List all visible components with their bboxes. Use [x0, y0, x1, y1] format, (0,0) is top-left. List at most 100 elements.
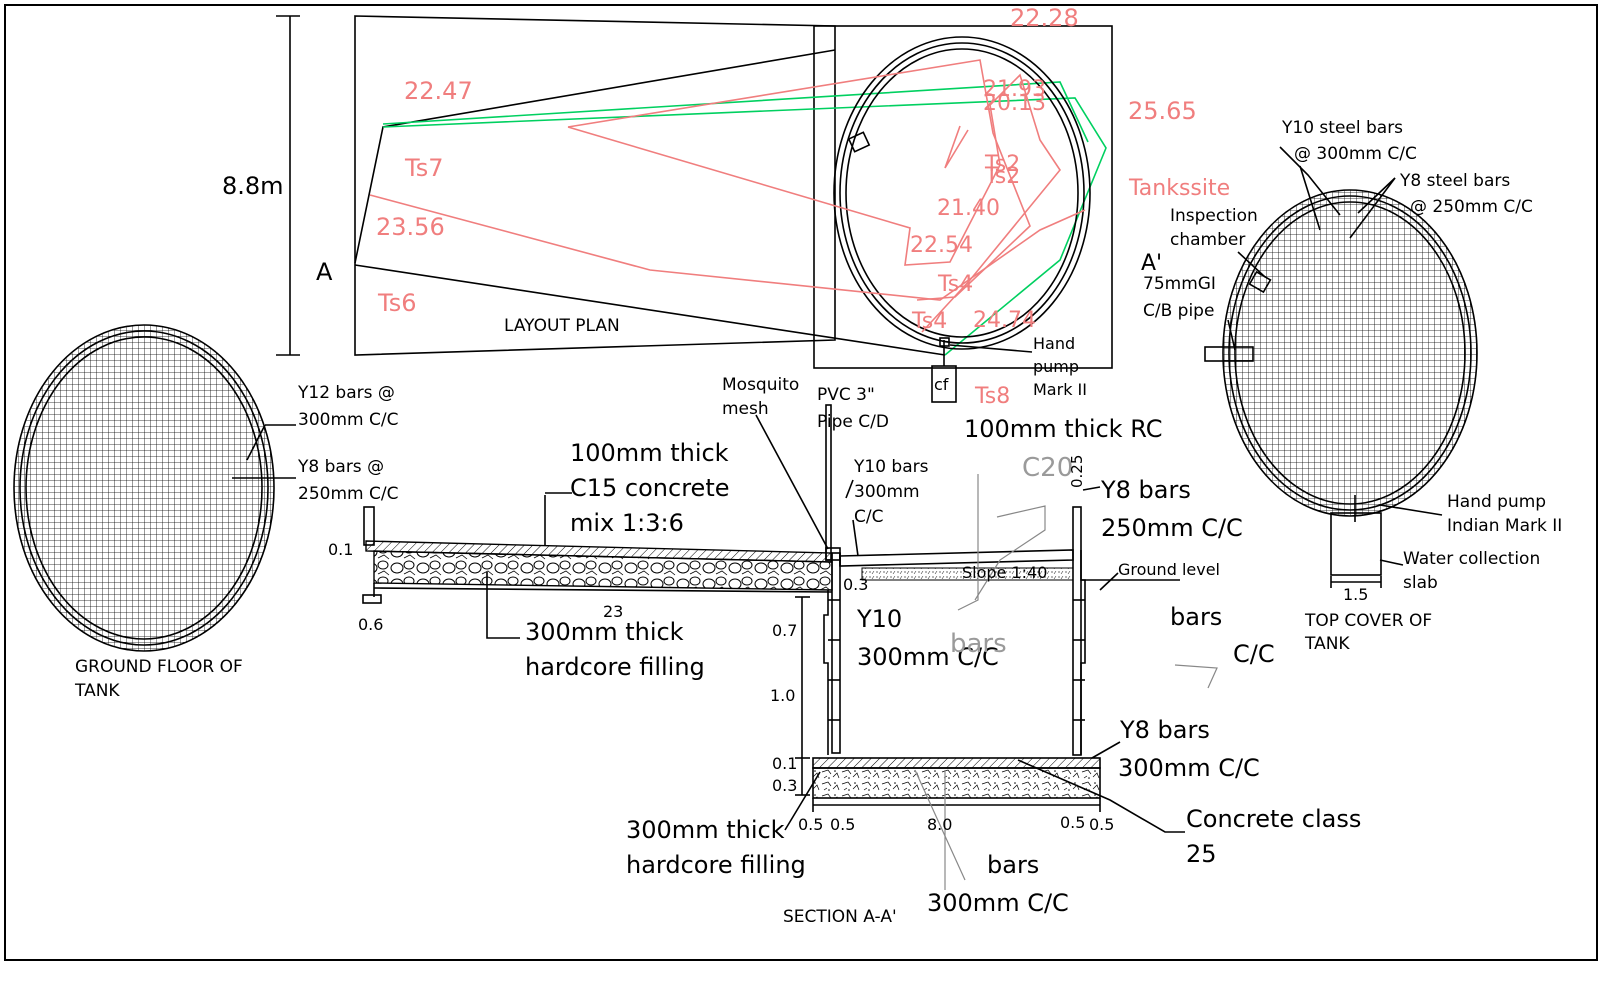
- tank-outline-inner: [839, 42, 1085, 344]
- ground-floor-plan: GROUND FLOOR OF TANK Y12 bars @ 300mm C/…: [13, 324, 398, 701]
- top-cover-dimension: 1.5: [1343, 585, 1368, 604]
- station-label: Ts7: [404, 154, 443, 182]
- spot-level: 22.54: [910, 233, 973, 258]
- drawing-frame: [4, 4, 1598, 961]
- ground-floor-title: TANK: [74, 681, 120, 701]
- base-bars-label: bars: [987, 851, 1039, 879]
- dim-label: 0.5: [830, 815, 855, 834]
- roof-y8-label: 250mm C/C: [1101, 514, 1243, 542]
- spot-level: 22.28: [1010, 4, 1079, 32]
- dim-label: 0.3: [843, 575, 868, 594]
- dim-label: 0.6: [358, 615, 383, 634]
- apron-hardcore-label: hardcore filling: [525, 653, 705, 681]
- top-cover-plan: TOP COVER OF TANK Y10 steel bars @ 300mm…: [1143, 118, 1562, 654]
- top-cover-title: TANK: [1304, 634, 1350, 654]
- ground-floor-title: GROUND FLOOR OF: [75, 657, 243, 677]
- water-collection-label: Water collection: [1403, 549, 1540, 569]
- spot-level: 24.74: [973, 308, 1036, 333]
- base-y8-label: 300mm C/C: [1118, 754, 1260, 782]
- wall-bars-label: bars: [1170, 603, 1222, 631]
- dim-label: 1.0: [770, 686, 795, 705]
- tank-site-box: [813, 25, 1113, 369]
- green-boundary: [382, 97, 1107, 356]
- top-cover-handpump-label: Hand pump: [1447, 492, 1546, 512]
- ground-floor-y8-label: 250mm C/C: [298, 484, 398, 504]
- contour-small: [944, 125, 969, 169]
- tank-outline-outer: [833, 36, 1091, 350]
- water-collection-label: slab: [1403, 573, 1438, 593]
- roof-y10-label: Y10 bars: [853, 457, 929, 477]
- hand-pump-label: Hand: [1033, 334, 1075, 353]
- contour-mid: [567, 73, 1061, 333]
- ghost-bars-label: bars: [950, 629, 1007, 659]
- dim-label: 0.7: [772, 621, 797, 640]
- roof-y10-label: 300mm: [854, 482, 920, 502]
- section-a-a: SECTION A-A' Mosquito mesh PVC 3" Pipe C…: [328, 375, 1361, 927]
- mosquito-mesh-label: Mosquito: [722, 375, 799, 395]
- spot-level: 22.47: [404, 77, 473, 105]
- dim-label: 0.25: [1068, 455, 1086, 488]
- station-label: Ts8: [974, 384, 1010, 409]
- contour-upper: [567, 59, 1031, 301]
- dim-label: 8.0: [927, 815, 952, 834]
- cf-label: cf: [934, 375, 949, 394]
- pipe-label: 75mmGI: [1143, 274, 1216, 294]
- concrete-class-label: Concrete class: [1186, 805, 1361, 833]
- site-label: Tankssite: [1128, 176, 1230, 201]
- dim-label: 0.1: [328, 540, 353, 559]
- dim-label: 0.3: [772, 776, 797, 795]
- spot-level: 23.56: [376, 213, 445, 241]
- wall-cc-label: C/C: [1233, 640, 1275, 668]
- hand-pump-label: pump: [1033, 357, 1079, 376]
- concrete-class-label: 25: [1186, 840, 1217, 868]
- roof-y10-label: C/C: [854, 507, 883, 527]
- station-label: Ts2: [984, 152, 1020, 177]
- inspection-square: [847, 131, 871, 153]
- ground-floor-y12-label: 300mm C/C: [298, 410, 398, 430]
- plan-dimension: 8.8m: [222, 172, 284, 200]
- apron-concrete-label: mix 1:3:6: [570, 509, 684, 537]
- green-boundary-inner: [382, 81, 1089, 143]
- apron-concrete-label: C15 concrete: [570, 474, 730, 502]
- inspection-chamber-label: Inspection: [1170, 206, 1258, 226]
- apron-hardcore-label: 300mm thick: [525, 618, 684, 646]
- top-cover-y10-label: @ 300mm C/C: [1294, 144, 1417, 164]
- station-label: Ts4: [911, 309, 947, 334]
- station-label: Ts6: [377, 289, 416, 317]
- pipe-label: C/B pipe: [1143, 301, 1214, 321]
- base-hardcore-label: hardcore filling: [626, 851, 806, 879]
- pvc-pipe-label: PVC 3": [817, 385, 875, 405]
- inspection-chamber-label: chamber: [1170, 230, 1245, 250]
- base-slab: [812, 757, 1101, 769]
- dim-label: 0.5: [1060, 813, 1085, 832]
- layout-plan: 8.8m A LAYOUT PLAN 22.28 22.47 21.93 20.…: [222, 4, 1230, 409]
- section-mark-a-prime: A': [1141, 251, 1162, 276]
- top-cover-handpump-label: Indian Mark II: [1447, 516, 1562, 536]
- dim-label: 0.5: [798, 815, 823, 834]
- ground-floor-y12-label: Y12 bars @: [297, 383, 395, 403]
- roof-rc-label: 100mm thick RC: [964, 415, 1162, 443]
- base-bars-label: 300mm C/C: [927, 889, 1069, 917]
- station-label: Ts4: [937, 272, 973, 297]
- mosquito-mesh-label: mesh: [722, 399, 769, 419]
- base-hardcore: [812, 767, 1101, 799]
- ground-floor-grid: [13, 324, 275, 652]
- base-hardcore-label: 300mm thick: [626, 816, 785, 844]
- dim-label: 0.1: [772, 754, 797, 773]
- section-title: SECTION A-A': [783, 907, 897, 927]
- spot-level: 21.93: [983, 77, 1046, 102]
- spot-level: 25.65: [1128, 97, 1197, 125]
- top-cover-title: TOP COVER OF: [1304, 611, 1432, 631]
- dim-label: 23: [603, 602, 623, 621]
- hand-pump-label: Mark II: [1033, 380, 1087, 399]
- slope-label: Slope 1:40: [962, 563, 1047, 582]
- tank-outline-core: [845, 48, 1079, 338]
- plan-title: LAYOUT PLAN: [504, 316, 620, 336]
- spot-level: 21.40: [937, 196, 1000, 221]
- pipe-mark: [1204, 346, 1254, 362]
- contour-lower: [369, 194, 1086, 301]
- site-boundary: [354, 15, 836, 356]
- top-cover-y8-label: @ 250mm C/C: [1410, 197, 1533, 217]
- top-cover-y10-label: Y10 steel bars: [1281, 118, 1403, 138]
